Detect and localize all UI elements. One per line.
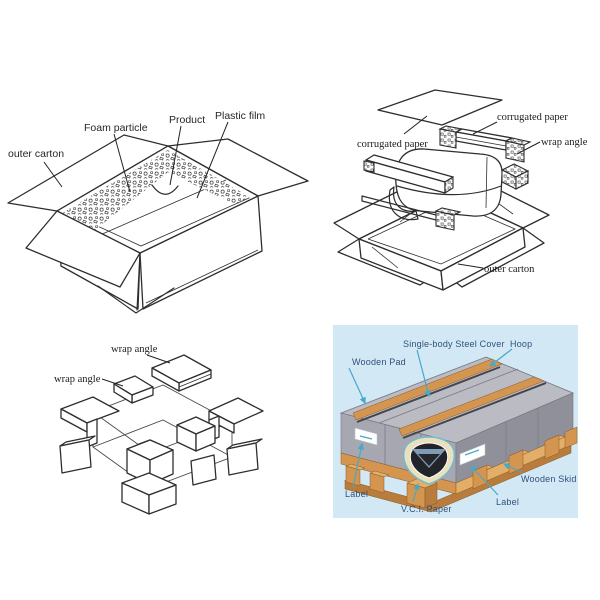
wrap-angle-piece [515,170,529,190]
outer-carton-leader [457,263,484,269]
pallet-drawing [339,356,578,513]
product-label: Product [169,114,205,126]
wrap-angle-label: wrap angle [54,374,101,385]
panel-exploded-carton: corrugated paper corrugated paper wrap a… [333,89,588,291]
wooden-pad-label: Wooden Pad [352,357,406,367]
plastic-film-leader [196,121,229,199]
carton-left-front-flap [25,210,141,288]
steel-cover-label: Single-body Steel Cover [403,339,505,349]
skid-foot [544,434,560,460]
hoop-leader [489,348,513,367]
wrap-angle-piece [363,160,375,173]
steel-seam [378,368,519,424]
wrap-angle-piece [59,439,92,474]
corrugated-paper-sheet-leader [403,115,428,135]
open-carton-callouts: outer carton Foam particle Product Plast… [8,110,265,199]
wooden-pad [398,376,545,437]
wrap-angle-leader [516,141,541,155]
corrugated-sheet [377,89,503,126]
corrugated-paper-label: corrugated paper [497,112,568,123]
wrap-angle-piece [226,442,259,476]
exploded-drawing [333,89,550,291]
plastic-film-label: Plastic film [215,110,265,122]
wooden-skid-label: Wooden Skid [521,474,577,484]
wrap-angle-pieces [59,354,264,515]
carton-right-wall [440,227,526,291]
product-end-edge [485,156,488,209]
skid-foot [369,472,385,494]
product-slab-crease [396,185,502,196]
foam-particle-label: Foam particle [84,122,148,134]
wrap-angle-fold-line [178,373,212,388]
wrap-angle-top-leader [146,354,171,364]
panel-open-carton: outer carton Foam particle Product Plast… [7,110,309,314]
open-carton-drawing [7,134,309,314]
corrugated-paper-label: corrugated paper [357,139,428,150]
hoop-label: Hoop [510,339,532,349]
label-bottom-label: Label [496,497,519,507]
wrap-angle-piece [444,176,454,194]
wrap-angle-piece [190,454,217,486]
skid-foot [424,482,438,509]
carton-crease [371,246,399,269]
corner-protector-callouts: wrap angle wrap angle [54,344,171,387]
panel-steel-pallet: Wooden Pad Single-body Steel Cover Hoop … [333,325,578,518]
wrap-angle-label: wrap angle [541,137,588,148]
hoop-strap [402,382,547,439]
shipping-label-mark [464,449,480,456]
label-bottom-leader [470,465,499,496]
skid-foot [564,426,578,449]
wrap-angle-piece [434,207,462,216]
vci-paper-leader [412,482,420,503]
wrap-angle-piece [208,410,235,434]
steel-sheet-core [418,454,440,466]
wrap-angle-label: wrap angle [111,344,158,355]
label-left-label: Label [345,489,368,499]
pallet-callouts: Wooden Pad Single-body Steel Cover Hoop … [345,339,577,514]
steel-cover-leader [416,349,431,398]
wrap-angle-piece [148,484,177,515]
shipping-label-mark [359,435,373,440]
corrugated-bar-channel-line [455,136,507,147]
wrap-angle-left-leader [101,378,124,387]
wrap-angle-piece [504,137,532,146]
wooden-pad-leader [348,367,366,405]
outer-carton-leader [43,161,63,188]
channel-strip [361,195,441,222]
carton-front-corner-edge [136,252,141,311]
wrap-angle-piece [113,383,133,404]
foam-particle-leader [113,133,131,193]
label-left-leader [352,442,365,488]
wrap-angle-piece [195,425,216,452]
vci-paper-label: V.C.I. Paper [401,504,452,514]
wrap-angle-piece [151,367,180,392]
corner-cutaway [402,436,456,485]
outer-carton-label: outer carton [484,264,535,275]
outer-carton-label: outer carton [8,148,64,160]
foam-particles-band [60,150,250,245]
shipping-label [459,443,486,466]
carton-front-flap-v [97,285,175,314]
edge-channel-left [388,186,419,221]
panel-corner-protectors: wrap angle wrap angle [54,344,264,515]
wooden-skid-leader [503,463,524,474]
corrugated-paper-bar-leader [472,121,498,135]
product-arc [151,184,179,195]
shipping-label [354,427,378,446]
product-leader [169,125,182,186]
exploded-callouts: corrugated paper corrugated paper wrap a… [357,112,588,275]
carton-inner-rim [367,200,516,265]
wrap-angle-piece [438,125,464,133]
